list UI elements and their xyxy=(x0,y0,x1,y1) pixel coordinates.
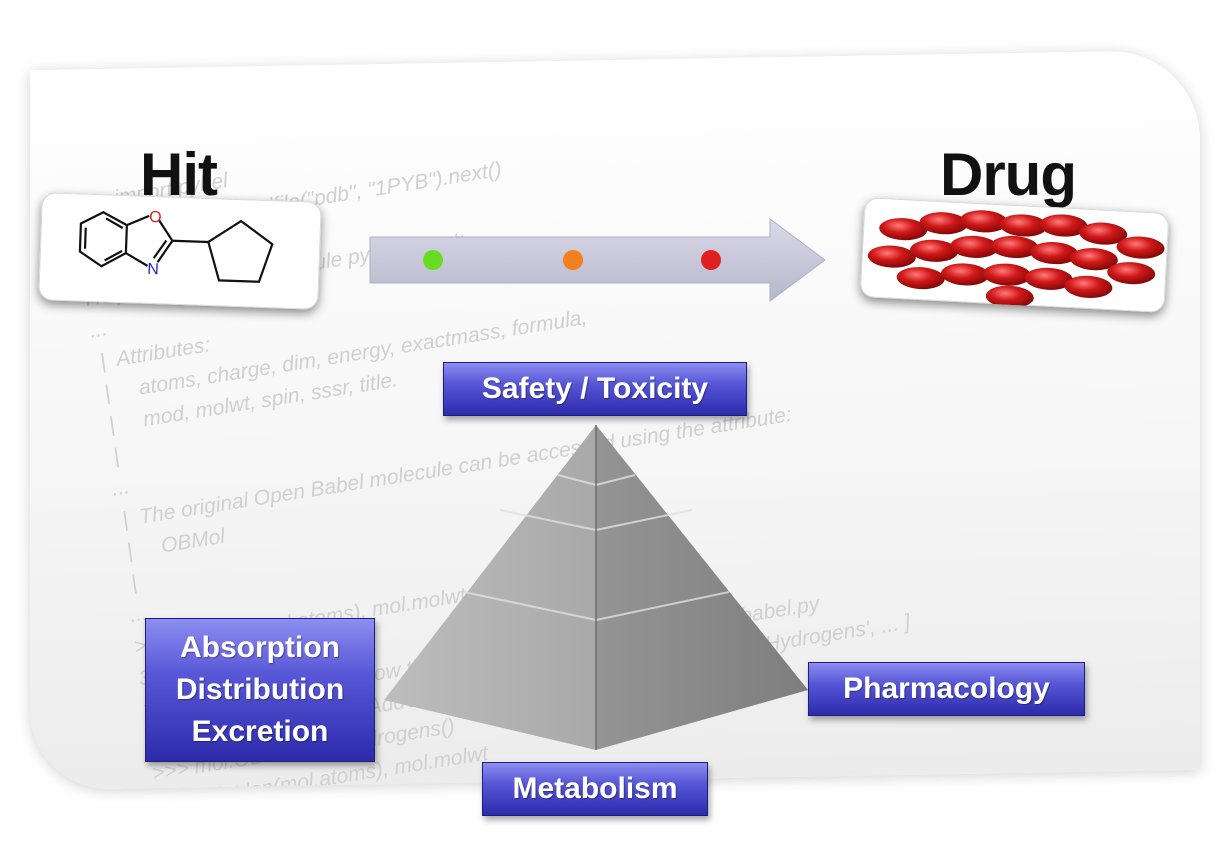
pyramid-right-face xyxy=(596,425,808,750)
orange-progress-dot xyxy=(563,250,583,270)
pill xyxy=(982,263,1031,286)
pills-image xyxy=(867,210,1165,308)
absorption-text: Absorption xyxy=(180,631,340,664)
pill xyxy=(1024,267,1073,290)
pharmacology-label: Pharmacology xyxy=(808,662,1085,716)
distribution-text: Distribution xyxy=(175,673,345,706)
pill xyxy=(879,218,928,241)
pill xyxy=(1069,248,1118,271)
pill xyxy=(1039,214,1088,237)
arrow-shape xyxy=(369,218,826,302)
pill xyxy=(1030,242,1079,265)
pill xyxy=(985,285,1034,308)
green-progress-dot xyxy=(423,250,443,270)
safety-toxicity-label: Safety / Toxicity xyxy=(443,362,747,416)
pill xyxy=(896,267,945,290)
progress-arrow xyxy=(369,218,826,302)
pill xyxy=(999,214,1048,237)
pyramid xyxy=(384,425,808,750)
adme-label: Absorption Distribution Excretion xyxy=(145,618,375,762)
pill xyxy=(950,235,999,258)
pill xyxy=(910,239,959,262)
drug-title: Drug xyxy=(940,141,1077,208)
pill xyxy=(1064,275,1113,298)
pharmacology-text: Pharmacology xyxy=(843,672,1050,705)
pill xyxy=(1107,262,1156,285)
metabolism-label: Metabolism xyxy=(482,762,708,816)
pill xyxy=(867,245,916,268)
pill xyxy=(1079,222,1128,245)
drug-pills-card xyxy=(859,197,1170,313)
oxygen-atom-label: O xyxy=(149,209,162,226)
hit-molecule-card: O N xyxy=(38,192,322,310)
red-progress-dot xyxy=(701,250,721,270)
pill xyxy=(959,210,1008,233)
safety-toxicity-text: Safety / Toxicity xyxy=(481,372,709,405)
pill xyxy=(940,263,989,286)
excretion-text: Excretion xyxy=(191,715,329,748)
pill xyxy=(1116,236,1165,259)
nitrogen-atom-label: N xyxy=(147,261,159,278)
pill xyxy=(990,235,1039,259)
metabolism-text: Metabolism xyxy=(512,772,678,805)
pyramid-tier-lines xyxy=(463,474,730,621)
hit-molecule-structure: O N xyxy=(78,209,274,283)
pill xyxy=(919,212,968,235)
pyramid-left-face xyxy=(384,425,596,750)
